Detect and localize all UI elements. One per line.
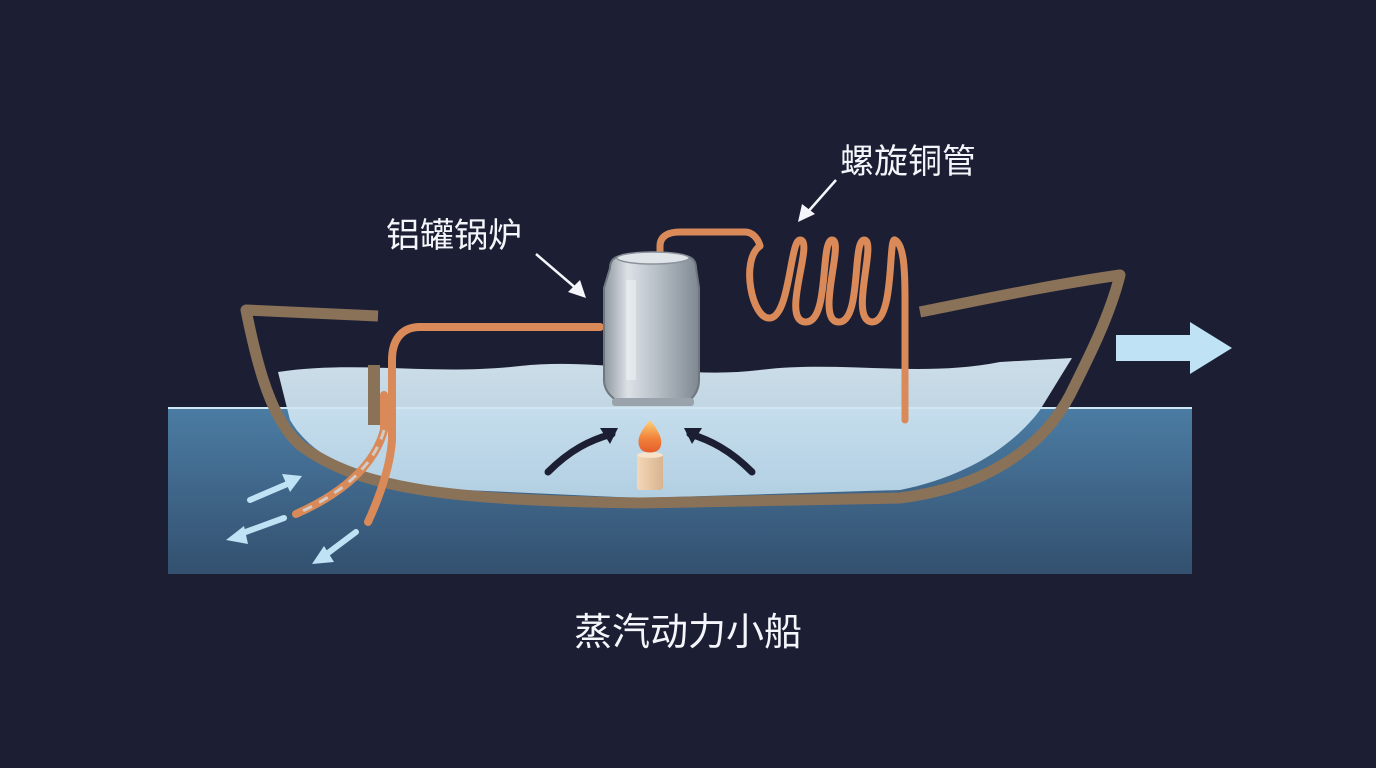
rudder-post — [368, 365, 380, 425]
can-boiler — [603, 251, 700, 406]
water-flow-arrow-2-head — [226, 526, 248, 544]
boat-hull — [240, 269, 1126, 509]
boiler-pointer-head — [568, 280, 586, 298]
water-flow-arrow-2-icon — [237, 515, 287, 537]
copper-pipe-to-coil — [656, 228, 764, 266]
water-flow-arrow-3-head — [312, 546, 334, 564]
water-flow-arrow-1-icon — [247, 479, 295, 503]
heat-arrow-right-head — [684, 428, 702, 444]
coil-pointer-head — [798, 204, 815, 222]
boat-inner-water — [278, 358, 1072, 498]
flame-icon — [638, 420, 662, 453]
copper-tube-exit-outer — [364, 323, 604, 526]
copper-spiral-coil — [746, 236, 909, 424]
boiler-pointer-line — [535, 253, 579, 291]
heat-arrow-left-head — [600, 428, 618, 444]
water-flow-arrow-1-head — [282, 474, 302, 492]
coil-pointer-line — [805, 179, 837, 215]
water-flow-arrow-3-icon — [321, 529, 359, 559]
thrust-arrow-icon — [1116, 322, 1232, 374]
coil-label: 螺旋铜管 — [840, 142, 976, 182]
diagram-caption: 蒸汽动力小船 — [573, 610, 802, 654]
boiler-label: 铝罐锅炉 — [386, 216, 522, 256]
candle — [637, 452, 663, 490]
